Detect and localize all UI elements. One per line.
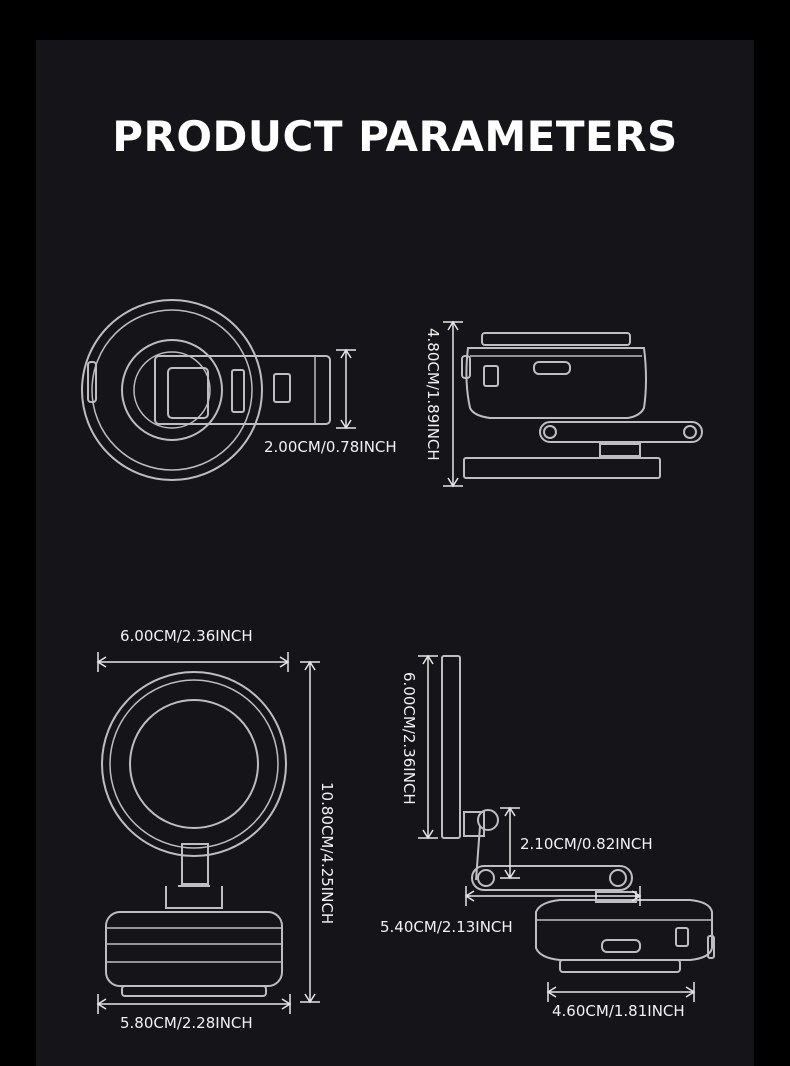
base-width-dimension-line <box>546 982 696 1002</box>
arm-length-dimension-line <box>464 886 642 906</box>
side-view-drawing <box>461 332 703 479</box>
page-title: PRODUCT PARAMETERS <box>112 112 678 161</box>
front-total-height-label: 10.80CM/4.25INCH <box>318 782 336 925</box>
side-plate-height-label: 6.00CM/2.36INCH <box>400 672 418 805</box>
front-view-drawing <box>101 671 287 997</box>
arm-height-dimension-line <box>500 806 520 880</box>
side-view-height-label: 4.80CM/1.89INCH <box>424 328 442 461</box>
side-view-dimension-line <box>443 320 463 488</box>
top-view-height-label: 2.00CM/0.78INCH <box>264 438 397 456</box>
side-arm-length-label: 5.40CM/2.13INCH <box>380 918 513 936</box>
front-ring-width-dimension-line <box>96 652 290 672</box>
side-base-width-label: 4.60CM/1.81INCH <box>552 1002 685 1020</box>
front-ring-width-label: 6.00CM/2.36INCH <box>120 627 253 645</box>
front-base-width-dimension-line <box>96 994 292 1014</box>
diagram-panel <box>36 40 754 1066</box>
plate-height-dimension-line <box>418 654 438 840</box>
top-view-drawing <box>81 299 331 481</box>
side-arm-height-label: 2.10CM/0.82INCH <box>520 835 653 853</box>
front-height-dimension-line <box>300 660 320 1004</box>
top-view-dimension-line <box>336 348 356 430</box>
folded-side-view-drawing <box>441 655 715 973</box>
front-base-width-label: 5.80CM/2.28INCH <box>120 1014 253 1032</box>
